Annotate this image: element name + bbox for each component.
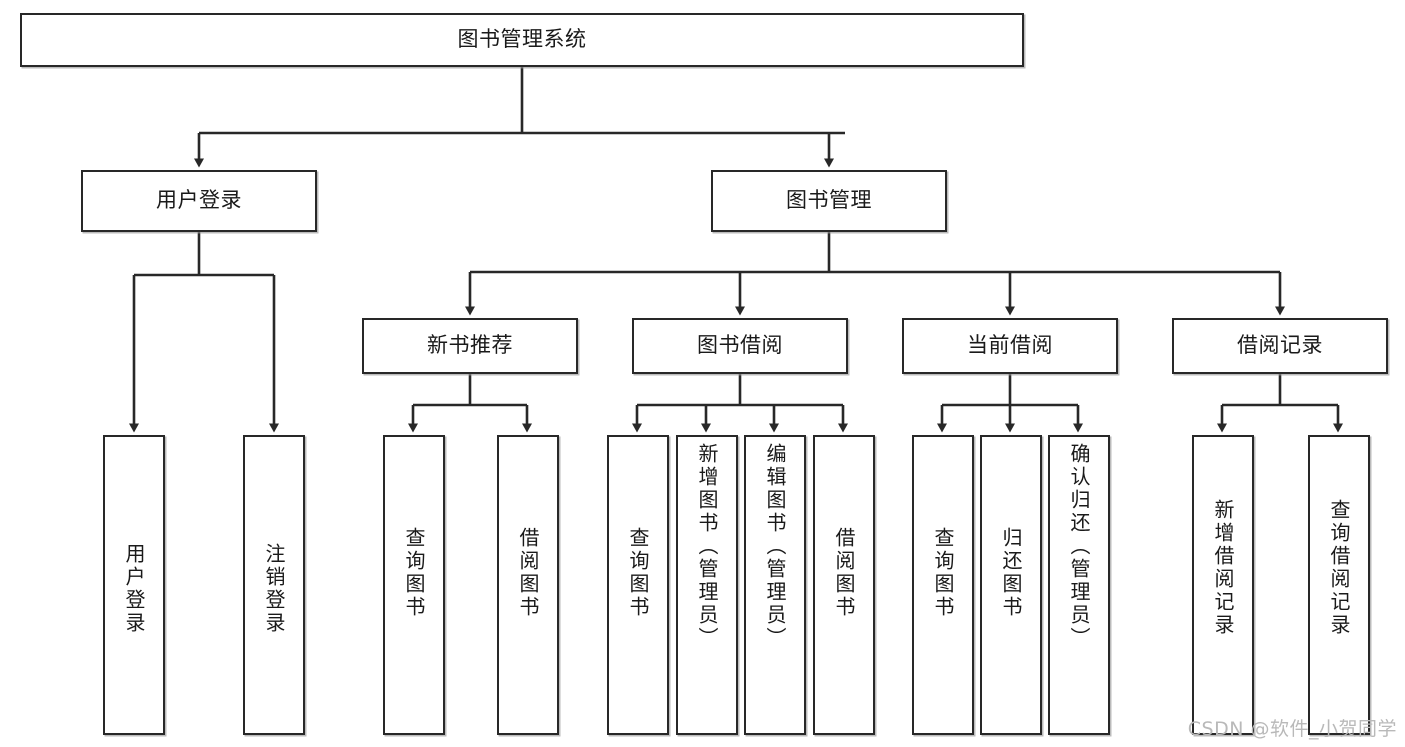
node-leaf-borrow-book-1-label: 借阅图书 <box>516 527 540 619</box>
node-leaf-query-book-3[interactable]: 查询图书 <box>912 435 974 735</box>
node-root-label: 图书管理系统 <box>457 27 587 52</box>
node-user-login[interactable]: 用户登录 <box>81 170 317 232</box>
node-leaf-query-borrow-record[interactable]: 查询借阅记录 <box>1308 435 1370 735</box>
node-leaf-edit-book-admin-label: 编辑图书（管理员） <box>763 443 787 650</box>
node-leaf-add-borrow-record-label: 新增借阅记录 <box>1211 499 1235 637</box>
node-leaf-query-book-1[interactable]: 查询图书 <box>383 435 445 735</box>
node-leaf-query-borrow-record-label: 查询借阅记录 <box>1327 499 1351 637</box>
node-leaf-query-book-1-label: 查询图书 <box>402 527 426 619</box>
node-new-book-recommend-label: 新书推荐 <box>427 333 513 358</box>
node-leaf-query-book-2[interactable]: 查询图书 <box>607 435 669 735</box>
node-leaf-add-book-admin[interactable]: 新增图书（管理员） <box>676 435 738 735</box>
node-leaf-return-book[interactable]: 归还图书 <box>980 435 1042 735</box>
node-leaf-query-book-3-label: 查询图书 <box>931 527 955 619</box>
node-current-borrow[interactable]: 当前借阅 <box>902 318 1118 374</box>
node-leaf-borrow-book-2-label: 借阅图书 <box>832 527 856 619</box>
node-current-borrow-label: 当前借阅 <box>967 333 1053 358</box>
node-leaf-add-book-admin-label: 新增图书（管理员） <box>695 443 719 650</box>
node-borrow-records-label: 借阅记录 <box>1237 333 1323 358</box>
node-leaf-user-login-label: 用户登录 <box>122 543 146 635</box>
node-leaf-user-login[interactable]: 用户登录 <box>103 435 165 735</box>
node-leaf-return-book-label: 归还图书 <box>999 527 1023 619</box>
node-book-management[interactable]: 图书管理 <box>711 170 947 232</box>
node-leaf-borrow-book-2[interactable]: 借阅图书 <box>813 435 875 735</box>
node-new-book-recommend[interactable]: 新书推荐 <box>362 318 578 374</box>
node-book-borrow-label: 图书借阅 <box>697 333 783 358</box>
node-user-login-label: 用户登录 <box>156 188 242 213</box>
node-leaf-add-borrow-record[interactable]: 新增借阅记录 <box>1192 435 1254 735</box>
node-leaf-edit-book-admin[interactable]: 编辑图书（管理员） <box>744 435 806 735</box>
node-leaf-borrow-book-1[interactable]: 借阅图书 <box>497 435 559 735</box>
node-book-management-label: 图书管理 <box>786 188 872 213</box>
node-leaf-confirm-return-admin-label: 确认归还（管理员） <box>1067 443 1091 650</box>
node-leaf-query-book-2-label: 查询图书 <box>626 527 650 619</box>
node-book-borrow[interactable]: 图书借阅 <box>632 318 848 374</box>
csdn-watermark: CSDN @软件_小贺同学 <box>1187 718 1397 740</box>
node-leaf-confirm-return-admin[interactable]: 确认归还（管理员） <box>1048 435 1110 735</box>
node-leaf-logout[interactable]: 注销登录 <box>243 435 305 735</box>
node-leaf-logout-label: 注销登录 <box>262 543 286 635</box>
node-root[interactable]: 图书管理系统 <box>20 13 1024 67</box>
node-borrow-records[interactable]: 借阅记录 <box>1172 318 1388 374</box>
